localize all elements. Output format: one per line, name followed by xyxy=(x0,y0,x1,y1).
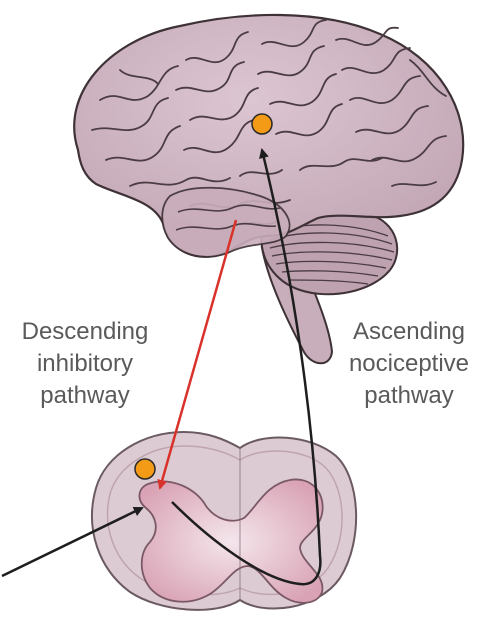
descending-label-line-3: pathway xyxy=(0,380,170,412)
brain-marker xyxy=(252,114,272,134)
spinal-cord-marker xyxy=(135,459,155,479)
spinal-cord xyxy=(92,432,356,610)
brain xyxy=(74,15,463,363)
descending-label-line-1: Descending xyxy=(0,316,170,348)
ascending-label-line-2: nociceptive xyxy=(334,348,484,380)
ascending-label-line-3: pathway xyxy=(334,380,484,412)
descending-label-line-2: inhibitory xyxy=(0,348,170,380)
ascending-label-line-1: Ascending xyxy=(334,316,484,348)
descending-pathway-label: Descending inhibitory pathway xyxy=(0,316,170,412)
ascending-pathway-label: Ascending nociceptive pathway xyxy=(334,316,484,412)
